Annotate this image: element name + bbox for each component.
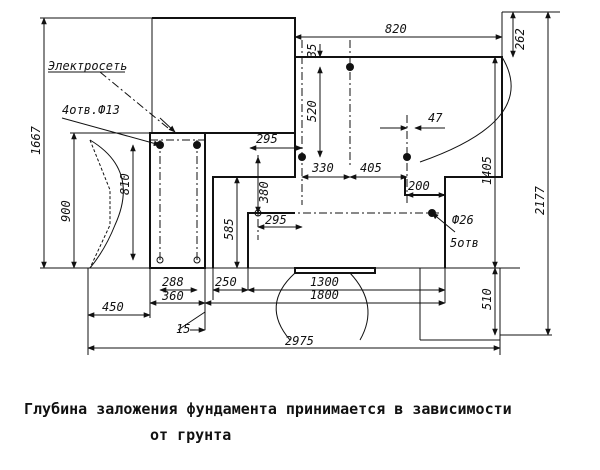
- dim-text-810: 810: [118, 173, 132, 195]
- dim-text-250: 250: [215, 275, 237, 289]
- leader-cable-arrow: [159, 117, 176, 133]
- dim-text-262: 262: [513, 28, 527, 50]
- dim-text-47: 47: [428, 111, 443, 125]
- outline-group: [149, 17, 503, 274]
- dim-text-360: 360: [161, 289, 184, 303]
- hole: [403, 153, 411, 161]
- dim-text-15: 15: [176, 322, 190, 336]
- label-holes-top: 4отв.Ф13: [62, 103, 120, 117]
- label-electro-cable: Электросеть: [48, 59, 127, 73]
- hole: [156, 256, 164, 264]
- caption-line-1: Глубина заложения фундамента принимается…: [24, 400, 512, 418]
- dim-text-585: 585: [222, 218, 236, 240]
- door-arc-right: [419, 56, 512, 163]
- dim-text-200: 200: [408, 179, 430, 193]
- dim-text-450: 450: [102, 300, 124, 314]
- dim-text-510: 510: [480, 288, 494, 310]
- door-arc-bottom-right: [349, 272, 369, 341]
- dim-text-330: 330: [311, 161, 334, 175]
- dim-text-288: 288: [162, 275, 184, 289]
- label-holes-count: 5отв: [450, 236, 479, 250]
- leader-holes-right: [431, 212, 456, 233]
- dim-text-1405: 1405: [480, 156, 494, 185]
- dim-text-35: 35: [305, 44, 319, 59]
- base-rect-outline: [294, 267, 376, 274]
- dim-text-295-low: 295: [265, 213, 287, 227]
- dim-text-820: 820: [385, 22, 407, 36]
- dim-text-1800: 1800: [310, 288, 339, 302]
- dim-text-520: 520: [305, 100, 319, 122]
- dim-text-1667: 1667: [29, 125, 43, 155]
- dim-text-900: 900: [59, 200, 73, 222]
- hole: [298, 153, 306, 161]
- cable-route: [99, 71, 169, 129]
- leader-holes-top: [61, 117, 161, 147]
- dim-text-295-top: 295: [256, 132, 278, 146]
- caption-line-2: от грунта: [150, 426, 232, 444]
- dim-text-2975: 2975: [285, 334, 314, 348]
- inner-step-outline: [212, 133, 296, 268]
- door-arc-left: [89, 139, 124, 269]
- door-arc-bottom-left: [275, 272, 296, 341]
- dim-text-405: 405: [360, 161, 382, 175]
- inner-recess-outline: [247, 212, 295, 268]
- main-foundation-outline: [294, 18, 503, 268]
- door-swing-left: [89, 139, 111, 269]
- dim-text-1300: 1300: [310, 275, 339, 289]
- hole: [346, 63, 354, 71]
- hole: [193, 256, 201, 264]
- dim-text-380: 380: [257, 181, 271, 204]
- hole: [193, 141, 201, 149]
- dim-15-leader: [177, 311, 206, 331]
- dim-text-2177: 2177: [533, 185, 547, 215]
- label-holes-dia: Ф26: [452, 213, 474, 227]
